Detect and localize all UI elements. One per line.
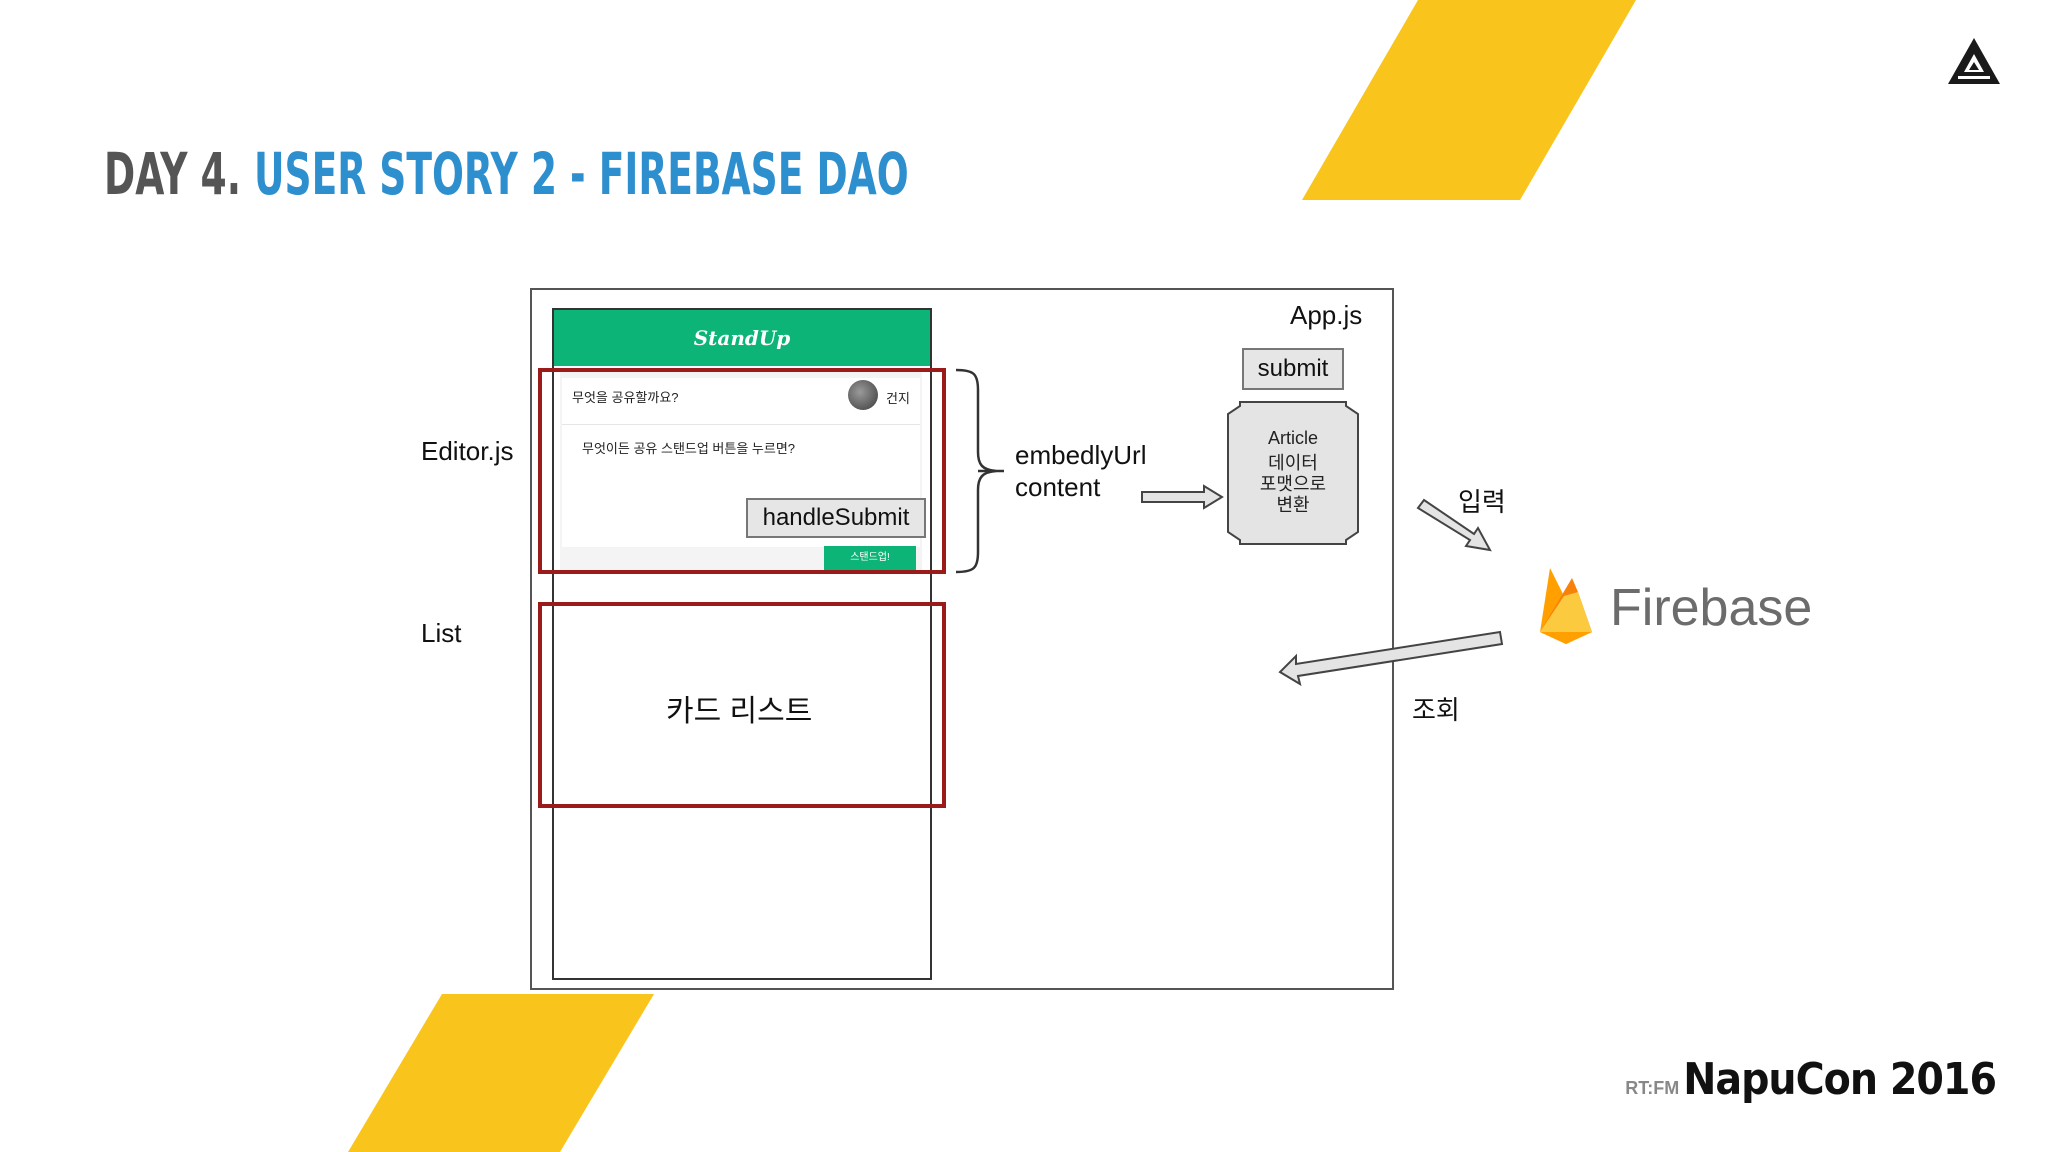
napucon-brand: RT:FMNapuCon 2016 (1625, 1054, 1997, 1105)
query-arrow (1278, 630, 1504, 687)
standup-submit-button[interactable]: 스탠드업! (824, 546, 916, 570)
bottom-yellow-stripe (348, 994, 654, 1152)
input-arrow (1416, 498, 1492, 552)
editor-prompt: 무엇을 공유할까요? (572, 390, 679, 405)
curly-brace (955, 368, 1004, 574)
top-yellow-stripe (1302, 0, 1636, 200)
card-list-text: 카드 리스트 (666, 695, 813, 728)
article-line-1: Article (1267, 428, 1318, 448)
editor-body-text: 무엇이든 공유 스탠드업 버튼을 누르면? (582, 441, 796, 456)
firebase-flame-icon (1540, 568, 1592, 644)
article-line-2: 데이터 (1268, 453, 1318, 473)
editor-highlight-box (538, 368, 946, 574)
brand-small: RT:FM (1625, 1078, 1680, 1098)
list-highlight-box (538, 602, 946, 808)
title-main: USER STORY 2 - FIREBASE DAO (254, 140, 909, 208)
input-label: 입력 (1458, 487, 1506, 517)
slide-title: DAY 4. USER STORY 2 - FIREBASE DAO (104, 140, 909, 208)
firebase-label: Firebase (1610, 579, 1813, 637)
app-js-label: App.js (1290, 300, 1363, 330)
submit-label: submit (1242, 348, 1344, 390)
editor-js-label: Editor.js (421, 436, 514, 466)
triangle-logo-icon (1948, 38, 2000, 84)
list-label: List (421, 618, 462, 648)
article-line-3: 포맷으로 (1259, 474, 1327, 494)
brand-big: NapuCon 2016 (1683, 1054, 1997, 1105)
title-prefix: DAY 4. (104, 140, 241, 208)
standup-header: StandUp (554, 310, 930, 366)
handle-submit-label: handleSubmit (746, 498, 926, 538)
article-transform-shape (1227, 401, 1359, 545)
arrow-to-article (1141, 484, 1224, 510)
avatar (848, 380, 878, 410)
user-name: 건지 (886, 391, 910, 406)
embedly-url-label: embedlyUrl (1015, 440, 1147, 470)
content-label: content (1015, 472, 1101, 502)
query-label: 조회 (1412, 695, 1460, 725)
article-line-4: 변환 (1276, 495, 1310, 515)
